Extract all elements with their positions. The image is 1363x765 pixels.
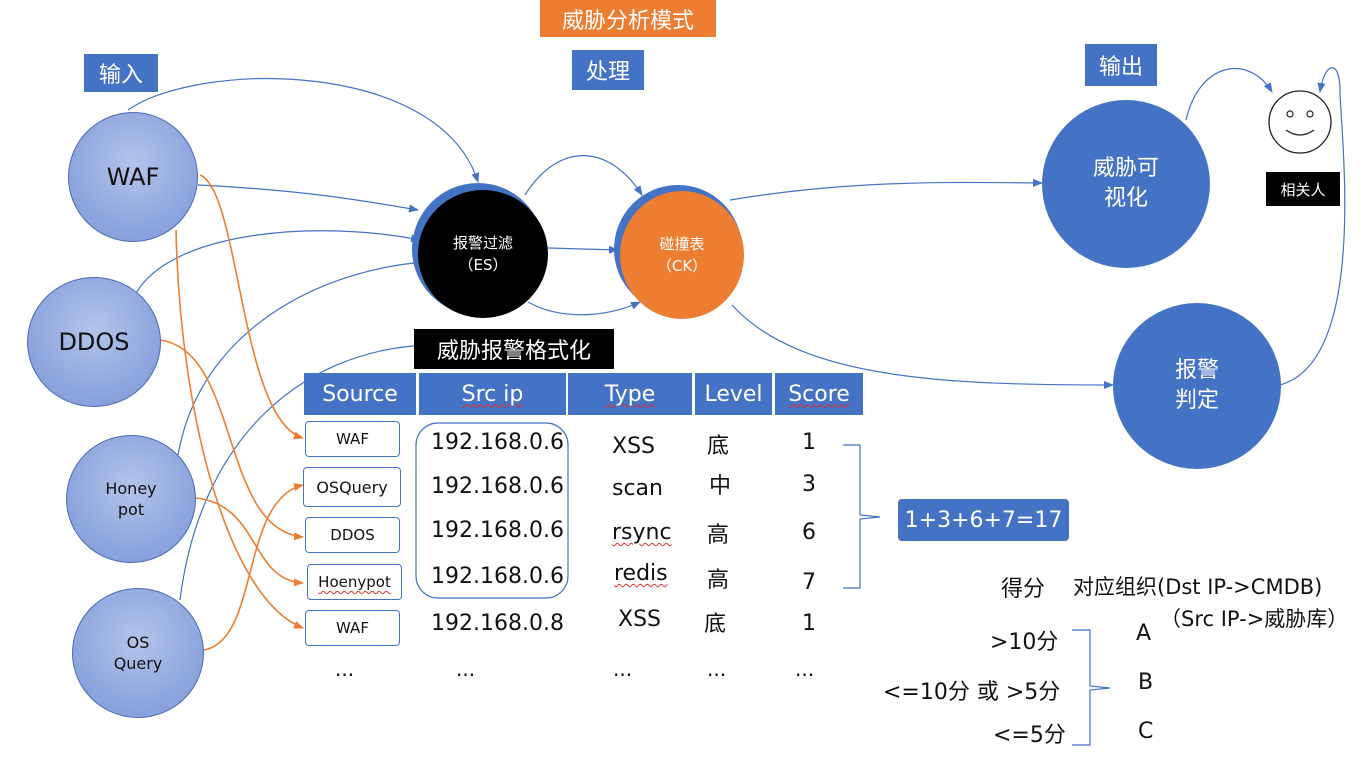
type-cell: ... (613, 657, 633, 681)
source-cell: Hoenypot (307, 564, 402, 600)
waf-source-node: WAF (68, 112, 198, 242)
ip-cell: 192.168.0.6 (431, 474, 564, 499)
arrow-osquery-to-row2 (203, 483, 304, 651)
score-cell: 7 (802, 570, 816, 595)
header-source: Source (304, 373, 416, 415)
tier-range: <=10分 或 >5分 (883, 680, 1061, 705)
honeypot-source-node: Honey pot (66, 435, 196, 563)
tier-org: A (1136, 621, 1152, 646)
arrow-ck-to-visualize (729, 178, 1043, 201)
ip-cell: 192.168.0.6 (431, 430, 564, 455)
input-label: 输入 (84, 54, 158, 92)
type-cell-text: redis (614, 561, 668, 586)
arrow-es-to-ck (547, 245, 619, 254)
smiley-face-icon (1268, 90, 1332, 154)
level-cell: ... (707, 657, 727, 681)
level-cell: 中 (709, 474, 732, 499)
type-cell: XSS (612, 434, 656, 459)
output-label: 输出 (1085, 44, 1157, 86)
source-cell: OSQuery (303, 467, 401, 507)
arrow-es-to-ck-top (524, 155, 643, 196)
level-cell: 高 (707, 523, 730, 548)
arrow-honeypot-to-row4 (195, 497, 304, 587)
ip-cell: ... (456, 657, 476, 681)
score-cell: 6 (802, 520, 816, 545)
ck-collision-node: 碰撞表 （CK） (620, 191, 744, 319)
osquery-source-node: OS Query (72, 588, 204, 718)
ip-group-box (415, 422, 569, 599)
score-cell: 3 (802, 472, 816, 497)
ip-cell: 192.168.0.8 (431, 611, 564, 636)
type-cell: rsync (612, 520, 672, 545)
arrow-visualize-to-person (1185, 68, 1273, 121)
visualize-node: 威胁可 视化 (1042, 100, 1210, 268)
process-label: 处理 (572, 50, 644, 90)
alarm-node: 报警 判定 (1113, 303, 1281, 469)
score-cell: ... (795, 657, 815, 681)
type-cell: scan (612, 476, 663, 501)
level-cell: 底 (707, 434, 730, 459)
brace-tiers (1072, 629, 1111, 746)
header-src-ip: Src ip (419, 373, 566, 415)
arrow-waf-to-row5 (175, 229, 304, 629)
es-filter-node: 报警过滤 （ES） (418, 190, 548, 318)
level-cell: 底 (704, 612, 727, 637)
ip-cell: 192.168.0.6 (431, 564, 564, 589)
header-score-text: Score (788, 381, 850, 407)
source-cell-text: Hoenypot (318, 573, 391, 591)
type-cell: XSS (618, 607, 662, 632)
level-cell: 高 (707, 568, 730, 593)
ddos-source-node: DDOS (27, 277, 161, 407)
header-level: Level (695, 373, 772, 415)
arrow-alarm-to-person (1279, 67, 1346, 386)
type-cell-text: rsync (612, 520, 672, 545)
header-score: Score (775, 373, 863, 415)
tier-org: C (1138, 719, 1154, 744)
related-person-label: 相关人 (1266, 172, 1340, 206)
arrow-osquery-to-es (179, 341, 429, 601)
score-sum-box: 1+3+6+7=17 (898, 499, 1069, 541)
score-cell: 1 (802, 430, 816, 455)
header-type: Type (568, 373, 692, 415)
org-header: 对应组织(Dst IP->CMDB) (1073, 575, 1323, 599)
brace-scores (843, 444, 881, 589)
arrow-honeypot-to-es (177, 258, 426, 456)
arrow-es-to-ck-bottom (527, 301, 641, 316)
arrow-ddos-to-row3 (159, 339, 304, 541)
source-ellipsis: ... (335, 657, 355, 681)
score-cell: 1 (802, 611, 816, 636)
mode-title: 威胁分析模式 (540, 0, 716, 37)
source-cell: DDOS (305, 517, 400, 553)
ip-cell: 192.168.0.6 (431, 518, 564, 543)
header-type-text: Type (604, 381, 656, 407)
header-src-ip-text: Src ip (461, 381, 524, 407)
source-cell: WAF (305, 610, 400, 646)
type-cell: redis (614, 561, 668, 586)
org-subheader: （Src IP->威胁库） (1160, 607, 1349, 631)
arrow-waf-to-es (127, 78, 480, 183)
format-title: 威胁报警格式化 (414, 329, 614, 369)
tier-range: >10分 (990, 630, 1059, 655)
arrow-waf-to-es-2 (197, 184, 419, 213)
arrow-waf-to-row1 (199, 174, 304, 440)
tier-range: <=5分 (993, 723, 1066, 748)
arrow-ck-to-alarm (731, 304, 1114, 389)
tier-org: B (1138, 670, 1154, 695)
source-cell: WAF (305, 421, 400, 457)
score-header: 得分 (1001, 577, 1046, 602)
arrow-ddos-to-es (134, 230, 421, 296)
